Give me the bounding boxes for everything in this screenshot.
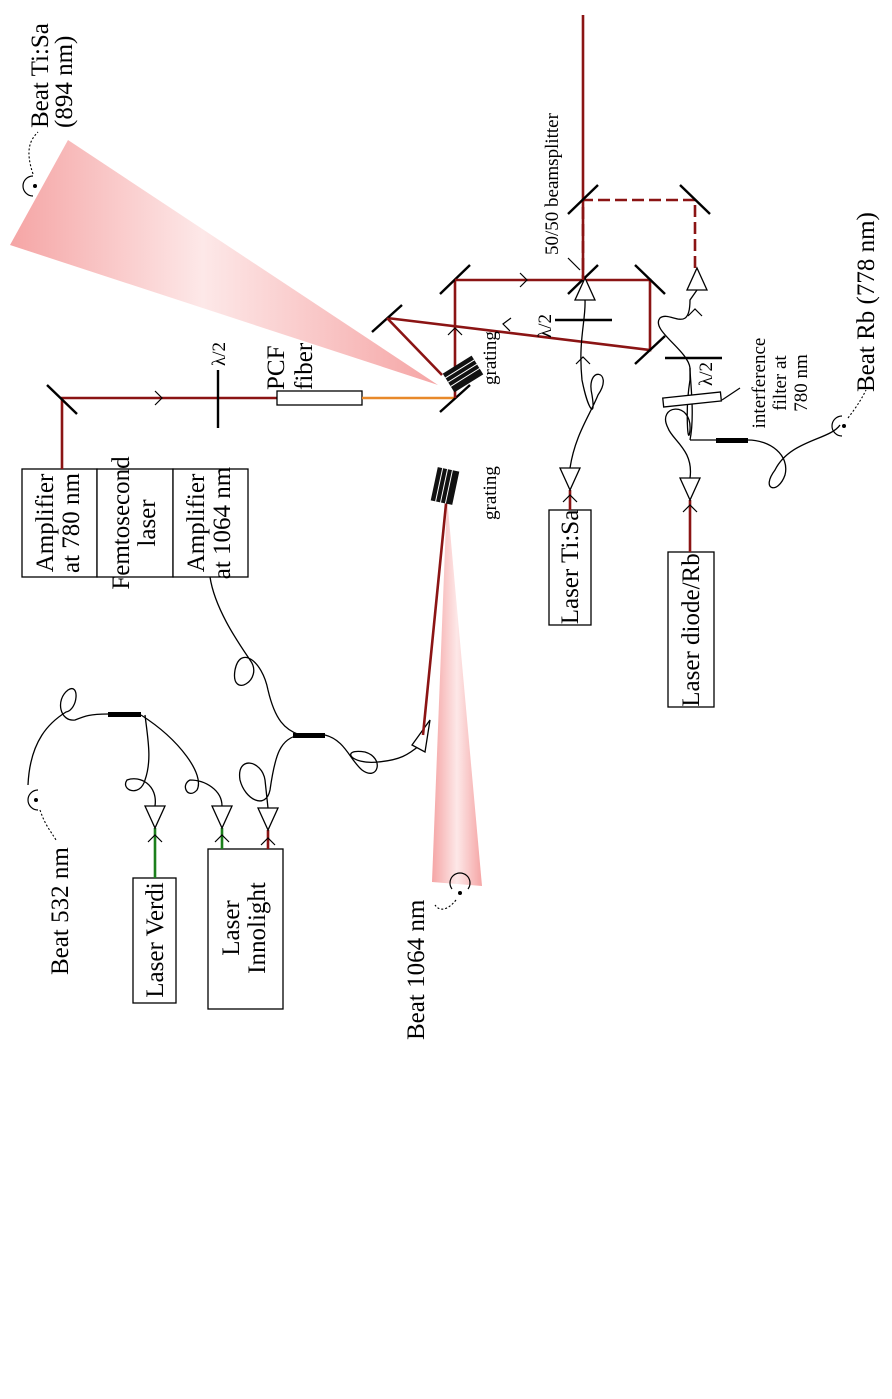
beat-532-fiber xyxy=(27,687,109,786)
fiber-coupler xyxy=(256,807,280,832)
innolight-label: Laser xyxy=(218,900,245,956)
beamsplitter-pointer xyxy=(567,257,581,271)
femtosecond-laser-box xyxy=(96,468,174,578)
fiber-collimator xyxy=(685,266,709,291)
laser-tisa-box xyxy=(548,509,592,626)
innolight-label-2: Innolight xyxy=(244,882,271,974)
fiber-coupler xyxy=(210,805,234,830)
beat-1064-detector xyxy=(449,872,471,890)
mirror-5 xyxy=(634,335,666,365)
fiber-coupler-532 xyxy=(108,712,141,717)
verdi-fiber xyxy=(124,714,156,807)
laser-verdi-box xyxy=(132,877,177,1004)
amp1064-fiber xyxy=(209,576,301,736)
amplifier-1064-label: Amplifier xyxy=(183,473,210,572)
amplifier-1064-label-2: at 1064 nm xyxy=(209,466,236,579)
diffracted-beam-1064 xyxy=(432,497,482,886)
laser-diode-box xyxy=(667,551,715,708)
beam-780-path xyxy=(60,396,277,469)
mirror-1 xyxy=(46,384,78,415)
fiber-to-coupler xyxy=(324,734,421,774)
green-fiber-innolight xyxy=(140,714,223,807)
laser-tisa-label: Laser Ti:Sa xyxy=(557,510,584,625)
beam-to-grating-1064 xyxy=(421,493,449,736)
amplifier-780-label-2: at 780 nm xyxy=(58,472,85,573)
beat-tisa-label: Beat Ti:Sa xyxy=(27,23,54,128)
filter-label-3: 780 nm xyxy=(791,354,812,412)
grating-bottom xyxy=(430,467,460,505)
dotted-arrow xyxy=(847,389,867,419)
fiber-coupler-rb xyxy=(716,438,748,443)
grating-label-top: grating xyxy=(480,331,501,385)
verdi-label: Laser Verdi xyxy=(142,882,169,998)
laser-innolight-box xyxy=(207,848,284,1010)
beam-arrow xyxy=(687,308,703,317)
beam-arrow xyxy=(682,504,698,513)
beam-arrow xyxy=(147,834,163,843)
filter-pointer xyxy=(721,387,741,401)
dotted-arrow xyxy=(39,809,57,841)
beam-arrow xyxy=(260,837,276,846)
beam-split-arm xyxy=(386,278,652,352)
fiber-coupler xyxy=(558,467,582,492)
fiber-coupler xyxy=(143,805,167,830)
femtosecond-label: Femtosecond xyxy=(108,456,135,590)
half-wave-label-1: λ/2 xyxy=(209,342,230,366)
pcf-label-2: fiber xyxy=(291,342,318,390)
filter-label-1: interference xyxy=(749,338,770,429)
half-wave-label-2: λ/2 xyxy=(535,314,556,338)
filter-label-2: filter at xyxy=(770,355,791,411)
beat-rb-label: Beat Rb (778 nm) xyxy=(853,212,880,392)
innolight-fiber xyxy=(239,734,301,809)
beam-arrow xyxy=(562,494,578,503)
diode-fiber xyxy=(665,368,692,479)
fiber-coupler xyxy=(678,477,702,502)
half-wave-label-3: λ/2 xyxy=(696,362,717,386)
mirror-4 xyxy=(634,264,666,295)
mirror-8 xyxy=(567,184,599,215)
beat-rb-fiber xyxy=(690,424,841,489)
diffracted-beam-894 xyxy=(10,140,438,385)
beam-arrow xyxy=(214,834,230,843)
mirror-7 xyxy=(679,184,711,215)
tisa-fiber xyxy=(569,299,604,469)
grating-label-bottom: grating xyxy=(480,466,501,520)
beat-tisa-label-2: (894 nm) xyxy=(51,36,78,128)
beam-to-grating xyxy=(386,317,443,376)
mirror-2 xyxy=(439,384,471,413)
pcf-fiber-box xyxy=(276,390,363,406)
beam-arrow xyxy=(575,356,591,365)
interference-filter xyxy=(662,391,723,408)
beat-532-detector xyxy=(27,789,39,811)
dotted-arrow xyxy=(28,131,39,175)
fiber-collimator xyxy=(573,276,597,301)
fiber-coupler-1064 xyxy=(293,733,325,738)
pcf-label: PCF xyxy=(263,346,290,390)
beam-arrow xyxy=(154,390,163,406)
dotted-arrow xyxy=(434,899,457,910)
beat-1064-label: Beat 1064 nm xyxy=(403,899,430,1040)
fiber-collimator xyxy=(411,719,431,754)
beat-tisa-detector xyxy=(22,175,34,197)
laser-diode-label: Laser diode/Rb xyxy=(678,553,705,706)
beamsplitter-label: 50/50 beamsplitter xyxy=(542,112,563,255)
beam-arrow xyxy=(447,327,463,336)
femtosecond-label-2: laser xyxy=(134,499,161,547)
beat-532-label: Beat 532 nm xyxy=(47,847,74,975)
beam-arrow xyxy=(519,272,528,288)
beat-rb-detector xyxy=(831,415,843,437)
beam-arrow xyxy=(502,317,512,332)
amplifier-780-label: Amplifier xyxy=(32,473,59,572)
grating-top xyxy=(442,355,484,393)
